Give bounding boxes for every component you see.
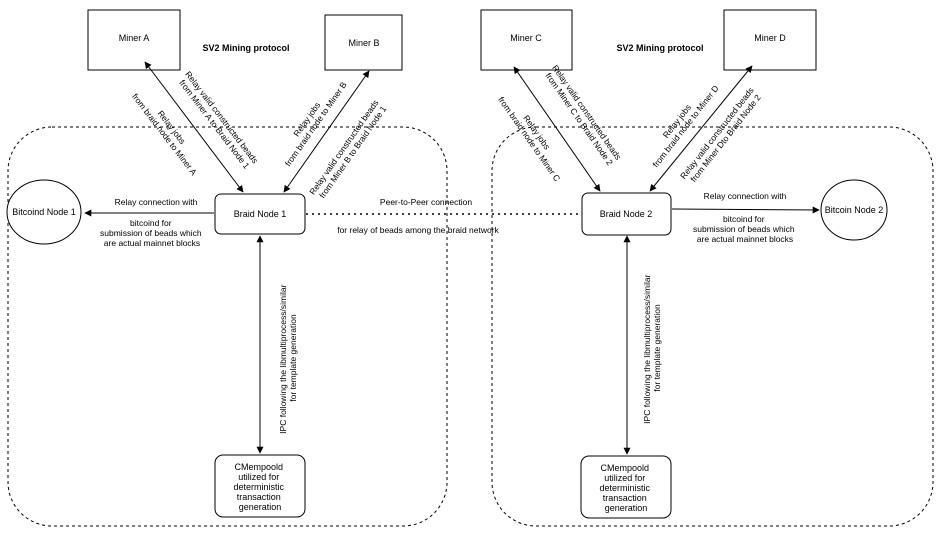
p2p-subtitle: for relay of beads among the braid netwo… xyxy=(337,225,499,235)
miner-b-box xyxy=(324,14,403,71)
braid-node-2-box xyxy=(581,192,672,236)
left-relay-desc-label: bitcoind for submission of beads which a… xyxy=(100,218,204,248)
relay-beads-miner-d-label: Relay valid constructed beads from Miner… xyxy=(678,83,765,187)
miner-a-label: Miner A xyxy=(119,33,150,43)
relay-beads-miner-c-label: Relay valid constructed beads from Miner… xyxy=(542,63,625,169)
right-relay-desc-label: bitcoind for submission of beads which a… xyxy=(693,214,797,244)
miner-b-braid-1-arrow xyxy=(283,70,370,193)
right-relay-connection-label: Relay connection with xyxy=(704,191,787,201)
bitcoin-node-2-label: Bitcoin Node 2 xyxy=(825,205,884,215)
bitcoind-node-1-label: Bitcoind Node 1 xyxy=(12,207,76,217)
braid-node-2-label: Braid Node 2 xyxy=(600,209,653,219)
left-protocol-label: SV2 Mining protocol xyxy=(203,43,290,53)
miner-c-label: Miner C xyxy=(510,33,542,43)
braid-node-1-label: Braid Node 1 xyxy=(234,209,287,219)
mempool-2-box xyxy=(580,455,672,519)
miner-d-braid-2-arrow xyxy=(649,65,753,192)
miner-b-label: Miner B xyxy=(348,38,379,48)
p2p-title: Peer-to-Peer connection xyxy=(380,197,472,207)
miner-c-box xyxy=(480,9,573,71)
bitcoind-node-1-ellipse xyxy=(6,179,82,245)
braid-node-1-box xyxy=(214,193,306,235)
mempool-1-label: CMempoold utilized for deterministic tra… xyxy=(233,462,286,512)
miner-a-braid-1-arrow xyxy=(144,61,244,193)
miner-d-label: Miner D xyxy=(754,33,786,43)
bitcoin-node-2-ellipse xyxy=(820,179,888,241)
braid-2-bitcoin-arrow xyxy=(671,206,820,214)
miner-c-braid-2-arrow xyxy=(513,66,601,192)
miner-d-box xyxy=(723,9,817,71)
mempool-1-box xyxy=(214,454,306,518)
relay-jobs-miner-c-label: Relay jobs from braid node to Miner C xyxy=(496,89,570,183)
right-protocol-label: SV2 Mining protocol xyxy=(617,43,704,53)
mempool-2-label: CMempoold utilized for deterministic tra… xyxy=(599,463,652,513)
left-relay-connection-label: Relay connection with xyxy=(115,197,198,207)
right-ipc-label: IPC following the libmultiprocess/simila… xyxy=(642,272,662,424)
left-ipc-label: IPC following the libmultiprocess/simila… xyxy=(278,282,298,434)
miner-a-box xyxy=(87,9,181,71)
